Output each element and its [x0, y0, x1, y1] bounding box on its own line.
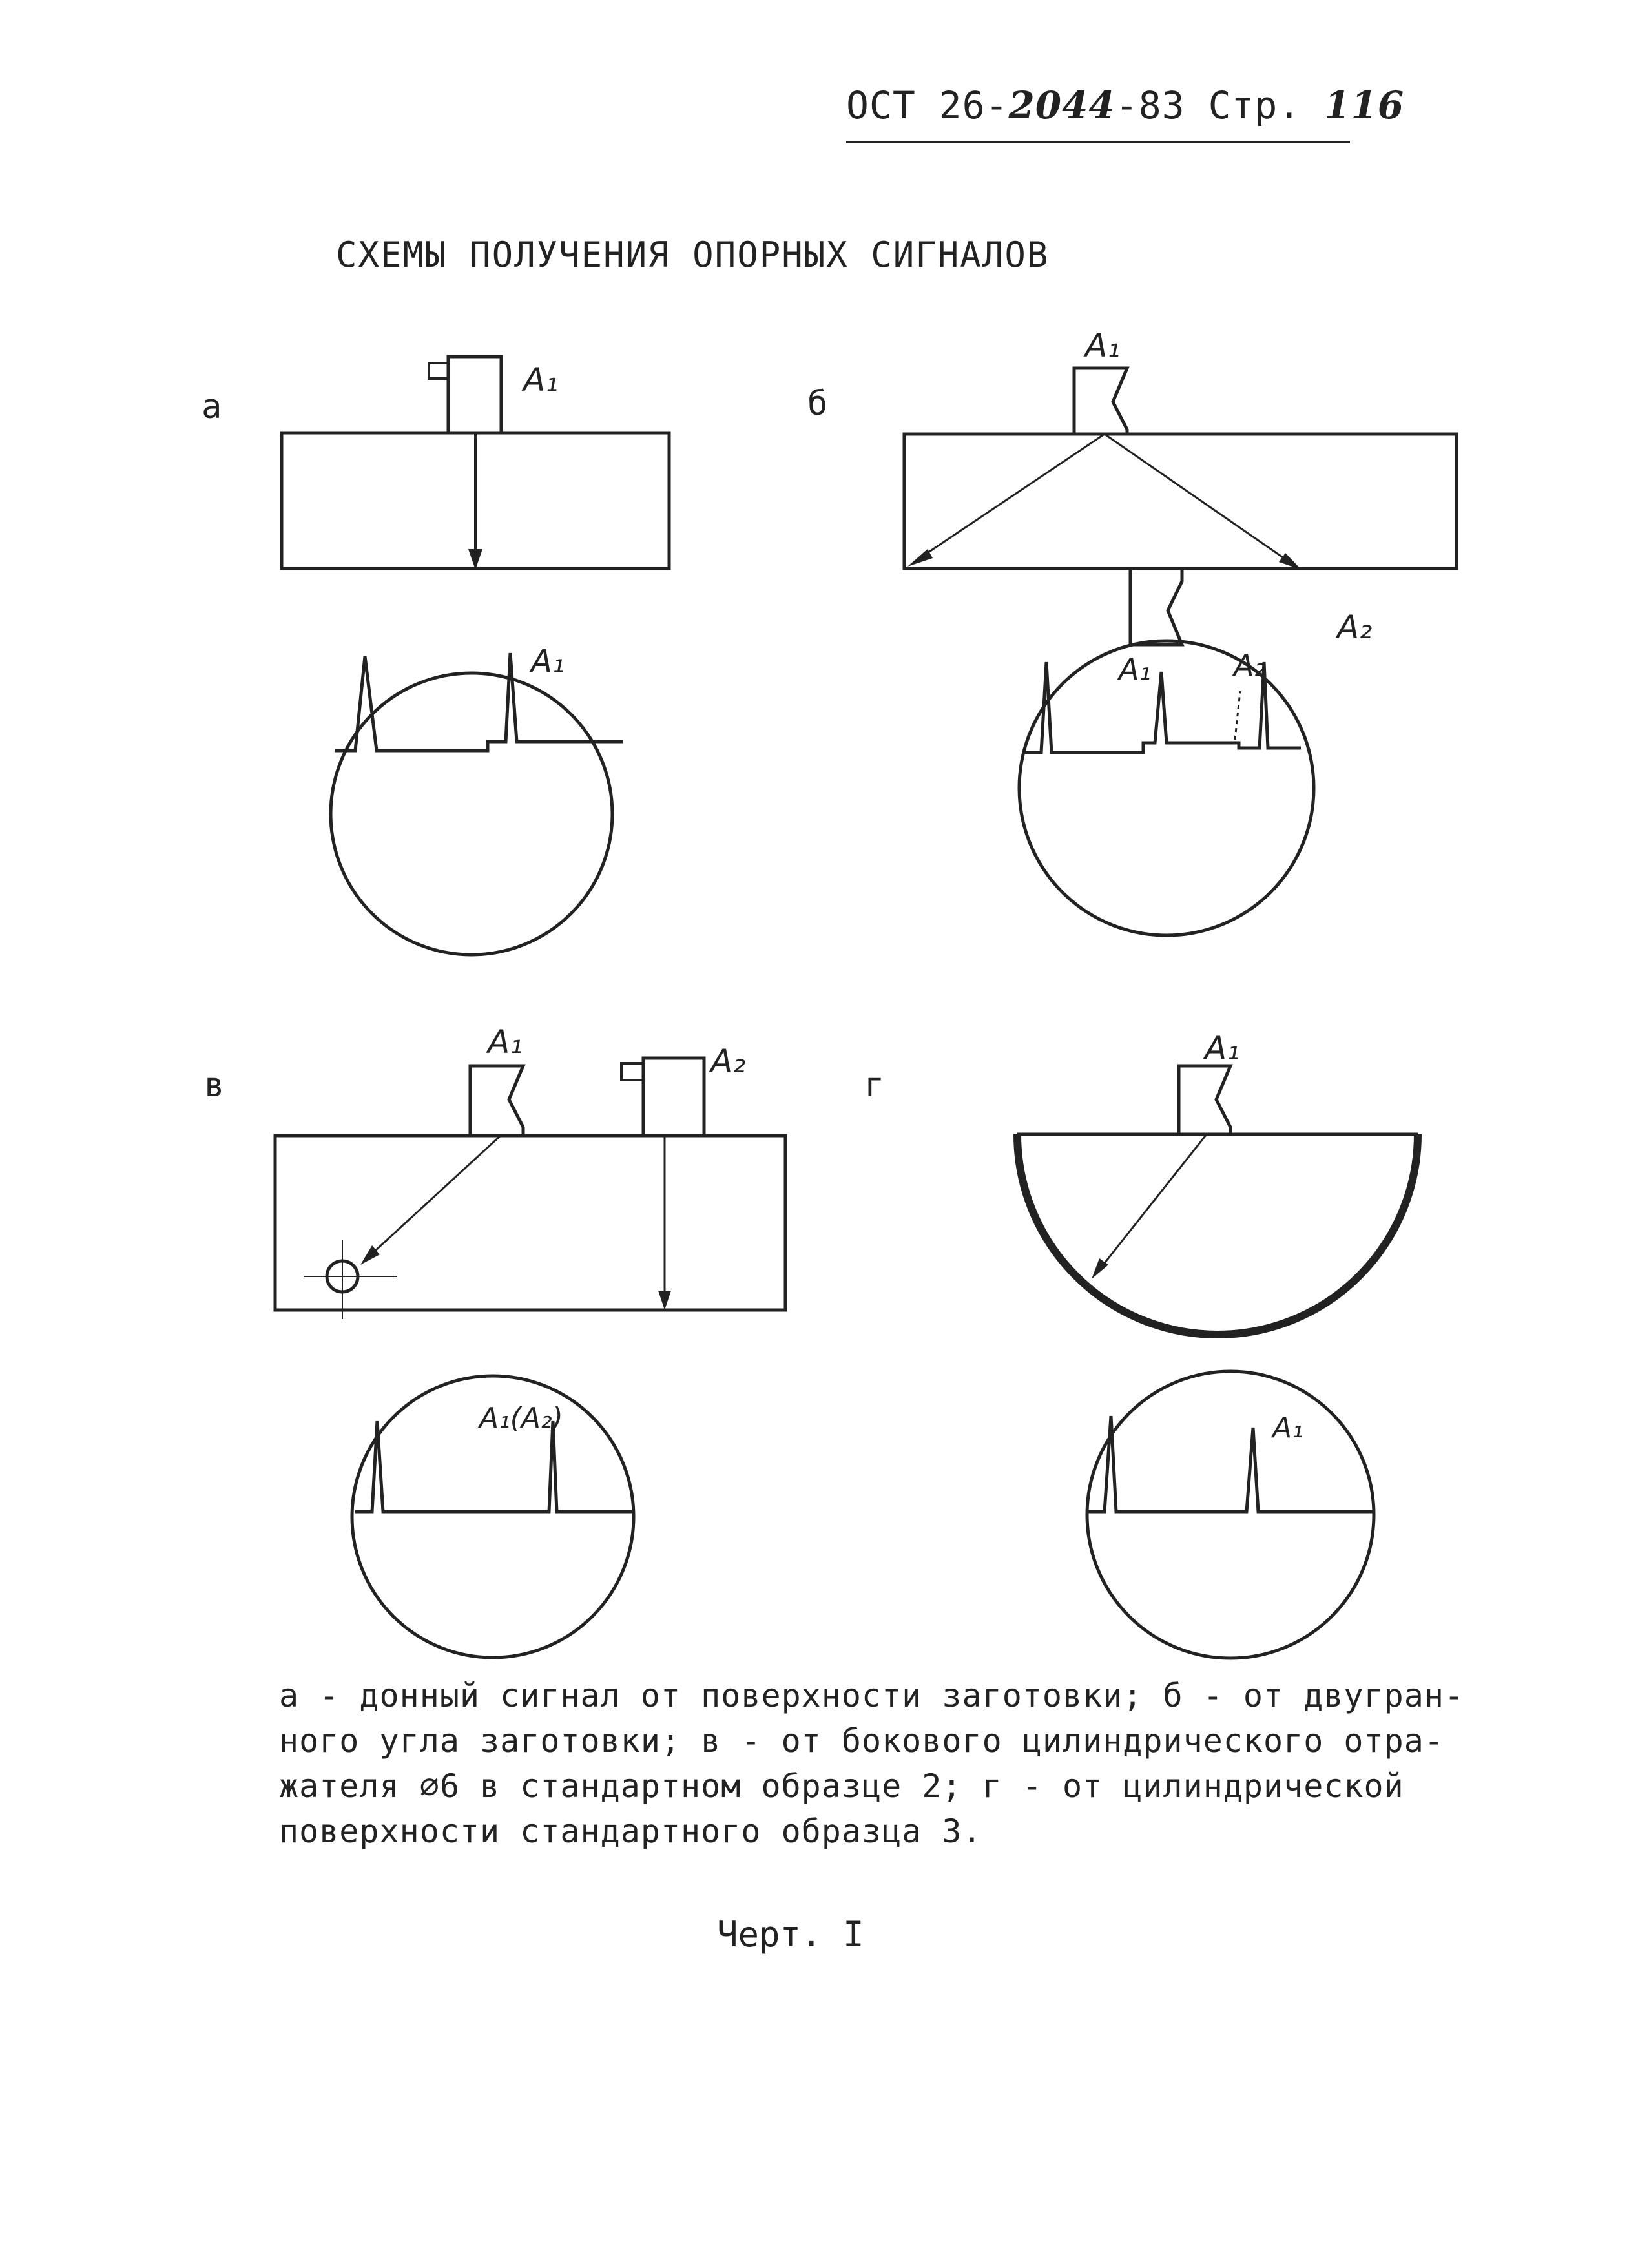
crt-screen: A₁ — [1085, 1369, 1376, 1660]
screen-circle — [1017, 639, 1316, 937]
figure-b-letter: б — [807, 384, 828, 423]
beam-arrowhead — [1092, 1258, 1108, 1279]
figure-caption: а - донный сигнал от поверхности заготов… — [279, 1673, 1506, 1854]
page-label: Стр. — [1208, 83, 1302, 127]
crt-screen: A₁ — [329, 643, 623, 957]
beam-path — [1097, 1134, 1208, 1272]
standard-number: 2044 — [1008, 83, 1115, 127]
probe-straight — [641, 1056, 706, 1138]
caption-line: жателя ⌀6 в стандартном образце 2; г - о… — [279, 1767, 1404, 1805]
probe1-label: A₁ — [1083, 327, 1120, 364]
page-number: 116 — [1324, 83, 1405, 127]
probe-angle — [468, 1064, 526, 1136]
standard-year: -83 — [1115, 83, 1185, 127]
beam-left — [913, 433, 1105, 563]
caption-line: поверхности стандартного образца 3. — [279, 1813, 982, 1850]
crt-screen: A₁ A₂ — [1017, 639, 1316, 937]
page-title: СХЕМЫ ПОЛУЧЕНИЯ ОПОРНЫХ СИГНАЛОВ — [336, 234, 1050, 275]
beam-right — [1104, 433, 1298, 568]
signal-trace — [355, 1420, 633, 1514]
figure-g: A₁ A₁ — [1013, 1030, 1422, 1660]
header-text: ОСТ 26-2044-83 Стр. 116 — [846, 76, 1404, 134]
probe-connector — [620, 1062, 645, 1081]
probe2-label: A₂ — [1335, 609, 1372, 646]
figure-a: A₁ A₁ — [280, 355, 671, 957]
signal-trace — [1087, 1415, 1374, 1514]
standard-prefix: ОСТ 26- — [846, 83, 1009, 127]
standard-sample-2 — [273, 1134, 787, 1312]
screen-label2: A₂ — [1232, 648, 1266, 683]
beam-right-arrowhead — [1279, 553, 1302, 570]
probe-straight — [446, 355, 503, 435]
probe2-label: A₂ — [709, 1043, 745, 1080]
workpiece-block — [902, 432, 1458, 570]
probe-angle — [1177, 1064, 1233, 1134]
screen-circle — [329, 671, 614, 957]
caption-line: а - донный сигнал от поверхности заготов… — [279, 1677, 1465, 1714]
crt-screen: A₁(A₂) — [350, 1374, 636, 1659]
screen-label: A₁(A₂) — [477, 1402, 563, 1435]
probe-angle-top — [1072, 366, 1130, 434]
figure-b: A₁ A₂ A₁ A₂ — [902, 327, 1458, 937]
figure-v: A₁ A₂ A₁(A₂) — [273, 1023, 787, 1659]
figure-v-letter: в — [204, 1066, 225, 1105]
cylindrical-surface — [1013, 1134, 1422, 1338]
screen-label1: A₁ — [1117, 652, 1151, 687]
probe-label: A₁ — [1203, 1030, 1239, 1067]
signal-trace — [1024, 661, 1301, 754]
probe-angle-bottom — [1128, 568, 1185, 647]
screen-label: A₁ — [1270, 1411, 1303, 1444]
header-underline — [846, 141, 1350, 143]
beam-straight-arrowhead — [658, 1291, 671, 1310]
page-header: ОСТ 26-2044-83 Стр. 116 — [846, 76, 1404, 147]
beam-left-arrowhead — [907, 549, 933, 567]
screen-circle — [1085, 1369, 1376, 1660]
beam-angle — [366, 1134, 502, 1260]
signal-dashed — [1234, 691, 1241, 740]
caption-line: ного угла заготовки; в - от бокового цил… — [279, 1722, 1444, 1760]
drawing-label: Черт. I — [717, 1914, 864, 1955]
screen-circle — [350, 1374, 636, 1659]
probe1-label: A₁ — [486, 1023, 523, 1061]
figure-a-letter: а — [202, 388, 222, 426]
figure-g-letter: г — [864, 1066, 885, 1105]
beam-arrowhead — [468, 549, 482, 570]
beam-angle-arrowhead — [360, 1245, 380, 1265]
signal-trace — [335, 652, 623, 753]
screen-label: A₁ — [529, 643, 565, 680]
probe-label: A₁ — [521, 361, 558, 399]
probe-connector — [428, 362, 450, 380]
